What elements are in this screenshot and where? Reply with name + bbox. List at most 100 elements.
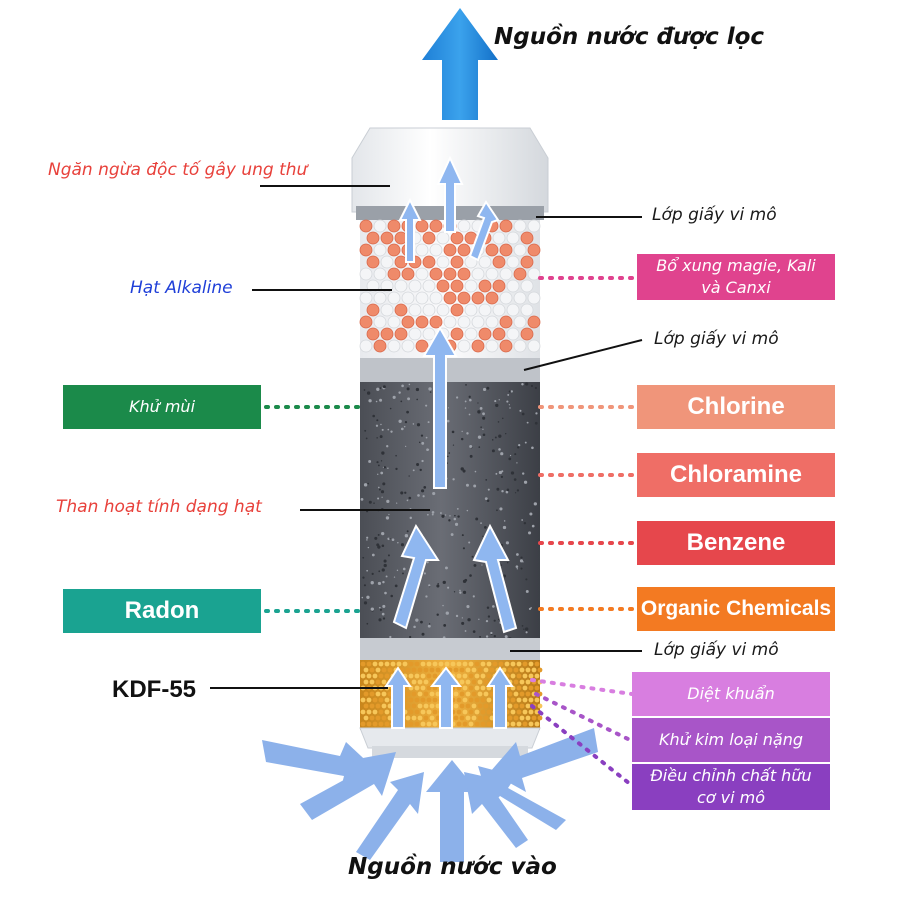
- carbon-granule: [531, 524, 535, 528]
- carbon-granule: [516, 462, 518, 464]
- kdf-granule: [459, 703, 465, 709]
- carbon-granule: [531, 446, 534, 450]
- kdf-granule: [519, 691, 525, 697]
- kdf-granule: [471, 679, 477, 685]
- bacteria-kill-box: Diệt khuẩn: [632, 672, 830, 716]
- kdf-granule: [465, 703, 471, 709]
- carbon-granule: [498, 399, 500, 401]
- bead: [485, 339, 499, 353]
- kdf-granule: [534, 673, 540, 679]
- kdf-granule: [414, 697, 420, 703]
- bead: [380, 231, 394, 245]
- carbon-granule: [466, 605, 470, 609]
- kdf-granule: [471, 703, 477, 709]
- micro-paper-layer-top: [360, 358, 540, 382]
- carbon-granule: [500, 564, 502, 567]
- carbon-granule: [503, 574, 507, 578]
- carbon-granule: [482, 412, 485, 416]
- carbon-granule: [498, 448, 501, 451]
- bead: [513, 339, 527, 353]
- bead: [527, 243, 541, 257]
- kdf-granule: [522, 709, 528, 715]
- kdf-granule: [471, 667, 477, 673]
- kdf-granule: [462, 697, 468, 703]
- carbon-granule: [504, 635, 508, 639]
- kdf-granule: [462, 721, 468, 727]
- carbon-granule: [446, 419, 450, 423]
- kdf-granule: [528, 697, 534, 703]
- carbon-granule: [389, 538, 391, 540]
- kdf-granule: [444, 661, 450, 667]
- bead: [471, 339, 485, 353]
- kdf-granule: [477, 691, 483, 697]
- bead: [520, 231, 534, 245]
- kdf-granule: [363, 667, 369, 673]
- kdf-granule: [375, 667, 381, 673]
- kdf-granule: [384, 661, 390, 667]
- kdf-granule: [468, 673, 474, 679]
- minerals-box: Bổ xung magie, Kali và Canxi: [637, 254, 835, 300]
- kdf-granule: [537, 703, 543, 709]
- carbon-granule: [381, 544, 385, 548]
- bead: [373, 291, 387, 305]
- carbon-granule: [474, 470, 477, 473]
- carbon-granule: [487, 488, 490, 491]
- kdf-granule: [477, 679, 483, 685]
- carbon-granule: [377, 464, 380, 467]
- kdf-granule: [462, 709, 468, 715]
- kdf-granule: [396, 661, 402, 667]
- carbon-granule: [501, 489, 504, 493]
- bead: [520, 327, 534, 341]
- carbon-granule: [420, 620, 423, 624]
- bead: [387, 219, 401, 233]
- carbon-granule: [436, 613, 439, 616]
- bead: [366, 231, 380, 245]
- carbon-granule: [506, 400, 509, 403]
- bead: [499, 219, 513, 233]
- carbon-granule: [380, 471, 384, 475]
- carbon-granule: [432, 491, 436, 496]
- carbon-granule: [413, 625, 416, 629]
- carbon-granule: [486, 606, 490, 610]
- kdf-granule: [528, 709, 534, 715]
- carbon-granule: [466, 432, 469, 435]
- carbon-granule: [406, 499, 409, 502]
- kdf-granule: [366, 661, 372, 667]
- kdf-granule: [387, 667, 393, 673]
- carbon-granule: [378, 606, 381, 609]
- carbon-granule: [382, 580, 385, 584]
- carbon-granule: [404, 445, 407, 448]
- carbon-granule: [368, 460, 372, 463]
- kdf-granule: [516, 697, 522, 703]
- kdf-granule: [480, 661, 486, 667]
- kdf-granule: [489, 667, 495, 673]
- kdf-granule: [426, 721, 432, 727]
- carbon-granule: [376, 387, 380, 391]
- carbon-granule: [517, 446, 520, 449]
- kdf-granule: [426, 697, 432, 703]
- carbon-granule: [420, 434, 424, 437]
- kdf-granule: [522, 661, 528, 667]
- bead: [478, 327, 492, 341]
- kdf-granule: [405, 691, 411, 697]
- alkaline-label: Hạt Alkaline: [130, 278, 233, 298]
- carbon-granule: [510, 471, 515, 475]
- carbon-granule: [416, 423, 421, 427]
- carbon-granule: [455, 614, 459, 618]
- bead: [408, 279, 422, 293]
- bead: [499, 339, 513, 353]
- carbon-granule: [426, 561, 429, 564]
- carbon-granule: [472, 595, 475, 598]
- carbon-granule: [440, 512, 442, 514]
- carbon-granule: [508, 390, 511, 393]
- carbon-granule: [370, 581, 374, 585]
- charcoal-label: Than hoạt tính dạng hạt: [56, 497, 262, 517]
- kdf-granule: [537, 715, 543, 721]
- carbon-granule: [368, 399, 372, 403]
- bead: [527, 219, 541, 233]
- carbon-granule: [523, 521, 527, 525]
- kdf-granule: [420, 709, 426, 715]
- bead: [394, 327, 408, 341]
- kdf-granule: [504, 661, 510, 667]
- benzene-box: Benzene: [637, 521, 835, 565]
